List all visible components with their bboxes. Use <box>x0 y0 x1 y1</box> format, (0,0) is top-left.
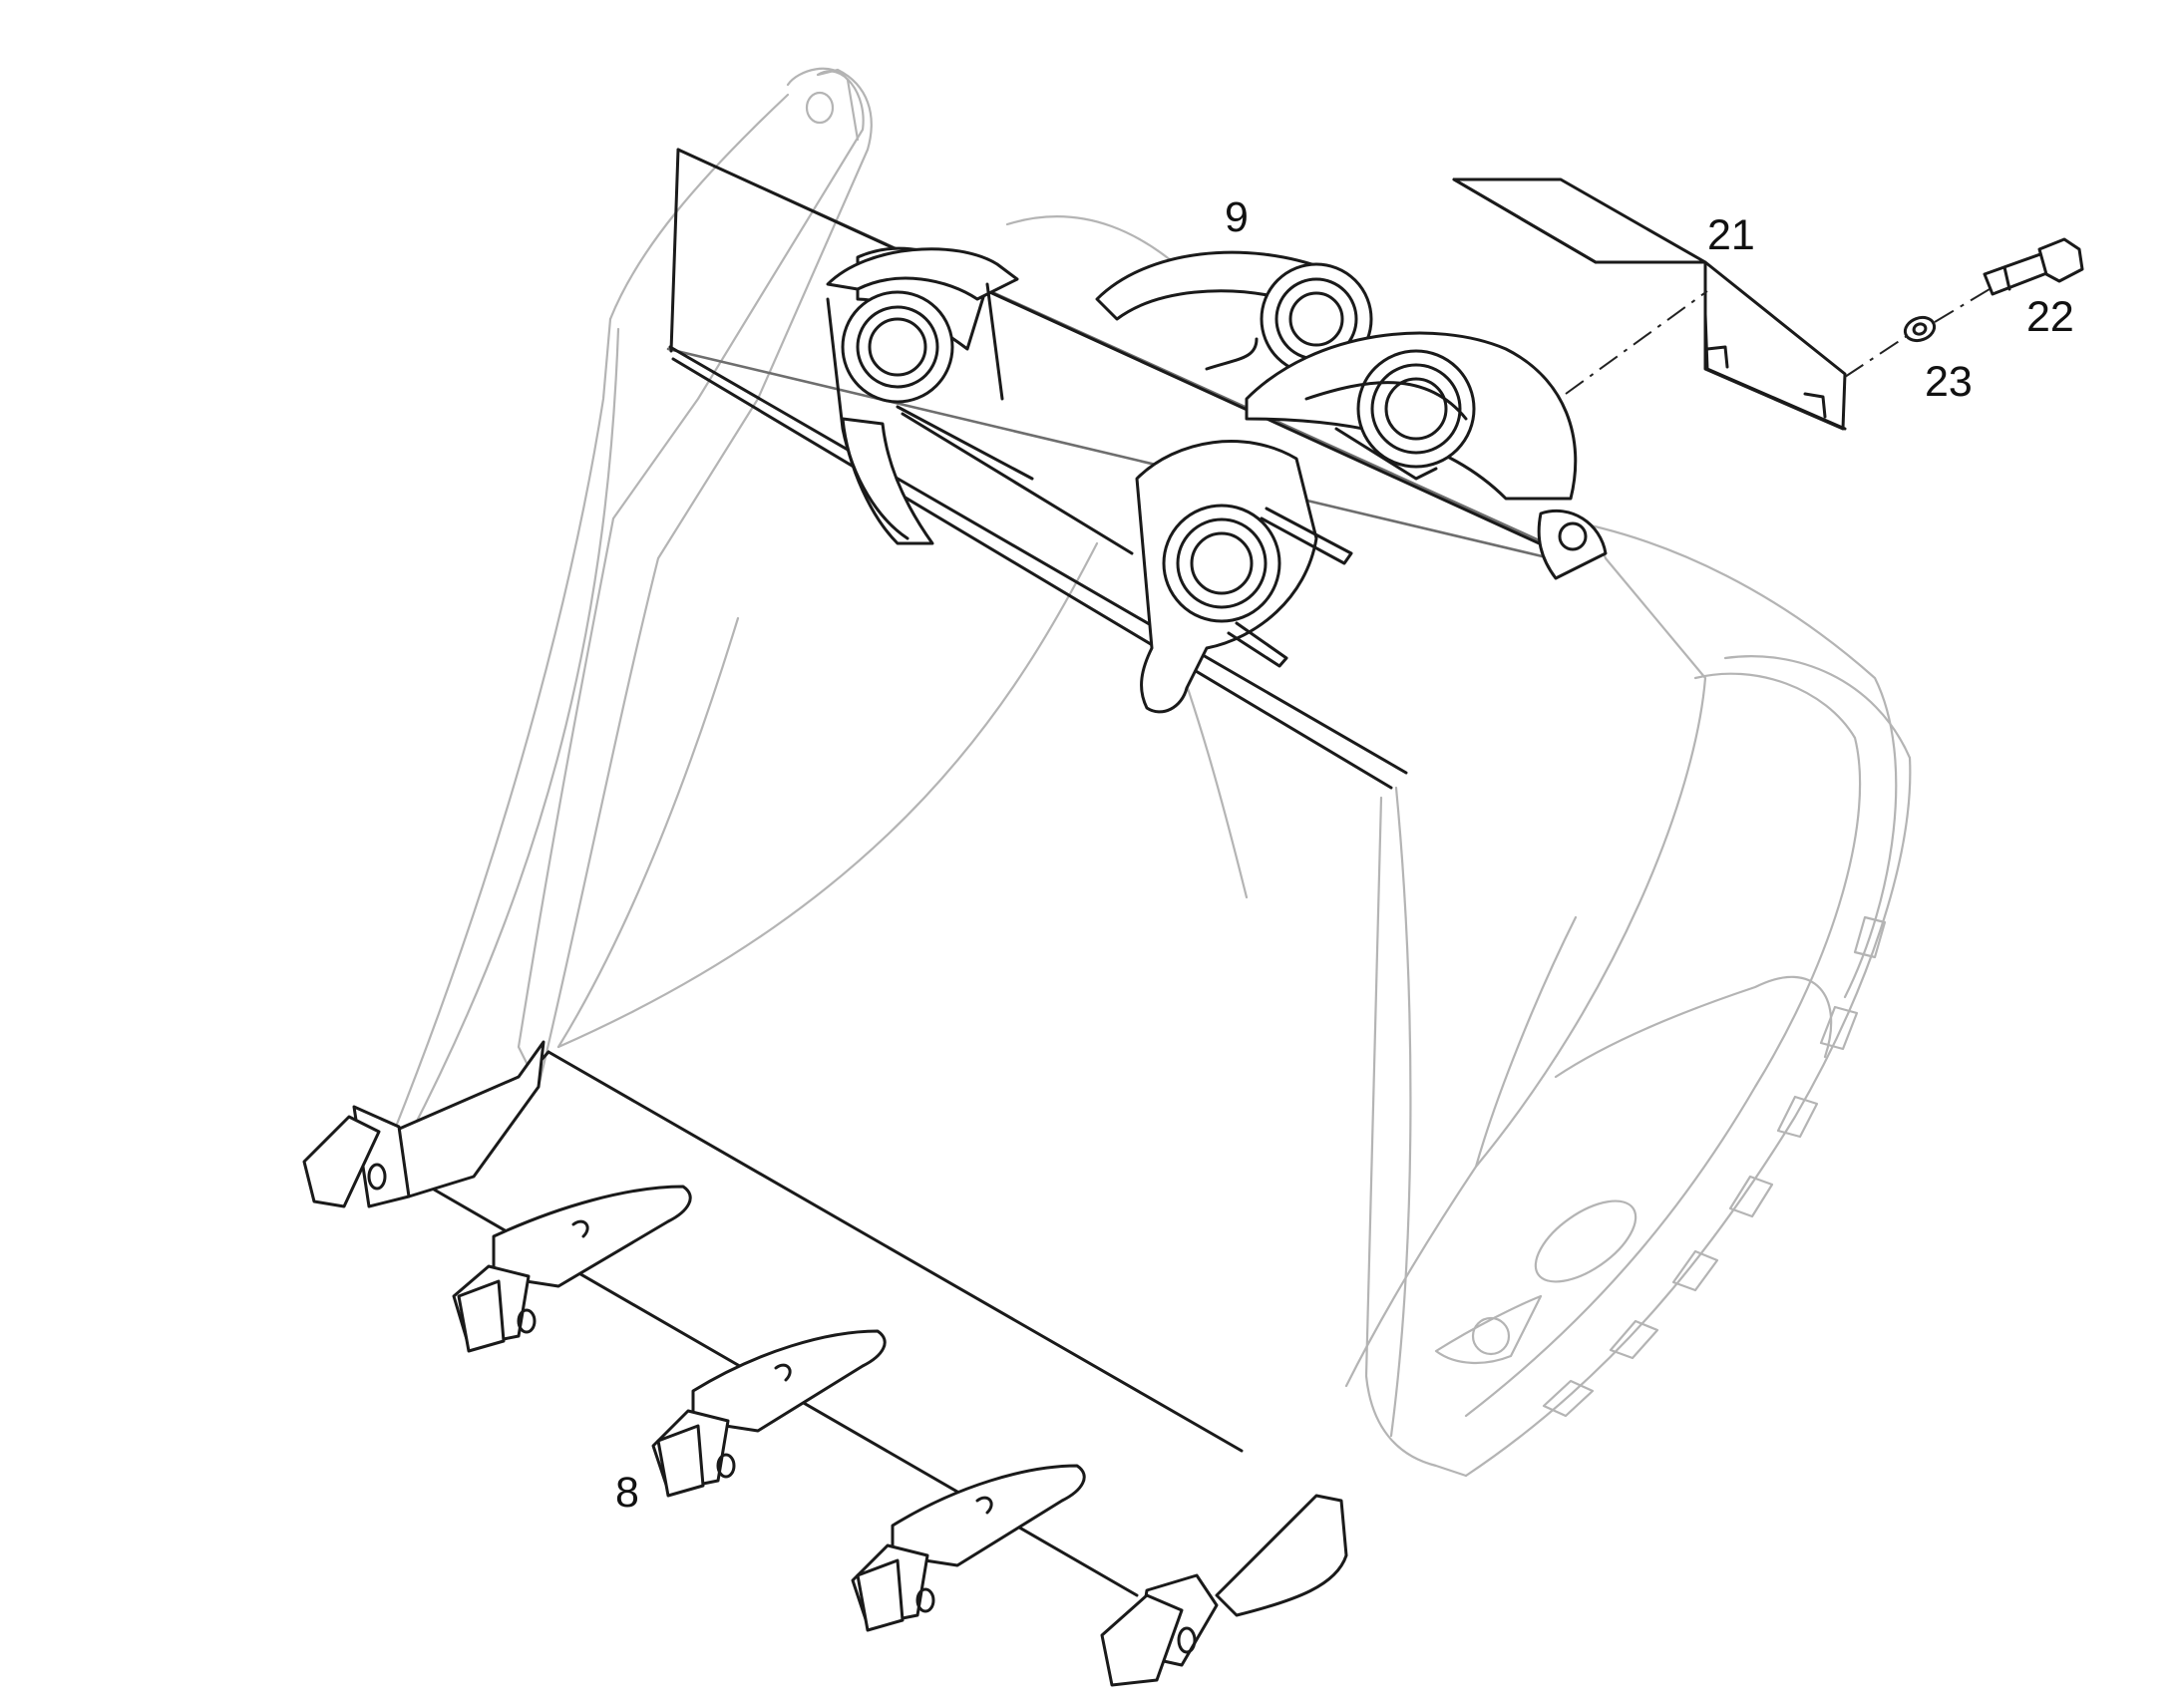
assembly-centerline-3 <box>1934 288 1991 323</box>
washer <box>1903 315 1937 343</box>
assembly-centerline <box>1565 290 1708 395</box>
bolt <box>1983 237 2084 296</box>
cutting-edge-teeth <box>302 1040 1348 1687</box>
assembly-centerline-2 <box>1844 335 1908 378</box>
cover-plate <box>1452 177 1847 431</box>
callout-22: 22 <box>2026 293 2074 341</box>
callout-23: 23 <box>1925 358 1973 406</box>
hinge-assembly <box>666 148 1608 790</box>
callout-8: 8 <box>615 1469 639 1517</box>
callout-21: 21 <box>1707 211 1755 259</box>
callout-9: 9 <box>1225 193 1249 241</box>
